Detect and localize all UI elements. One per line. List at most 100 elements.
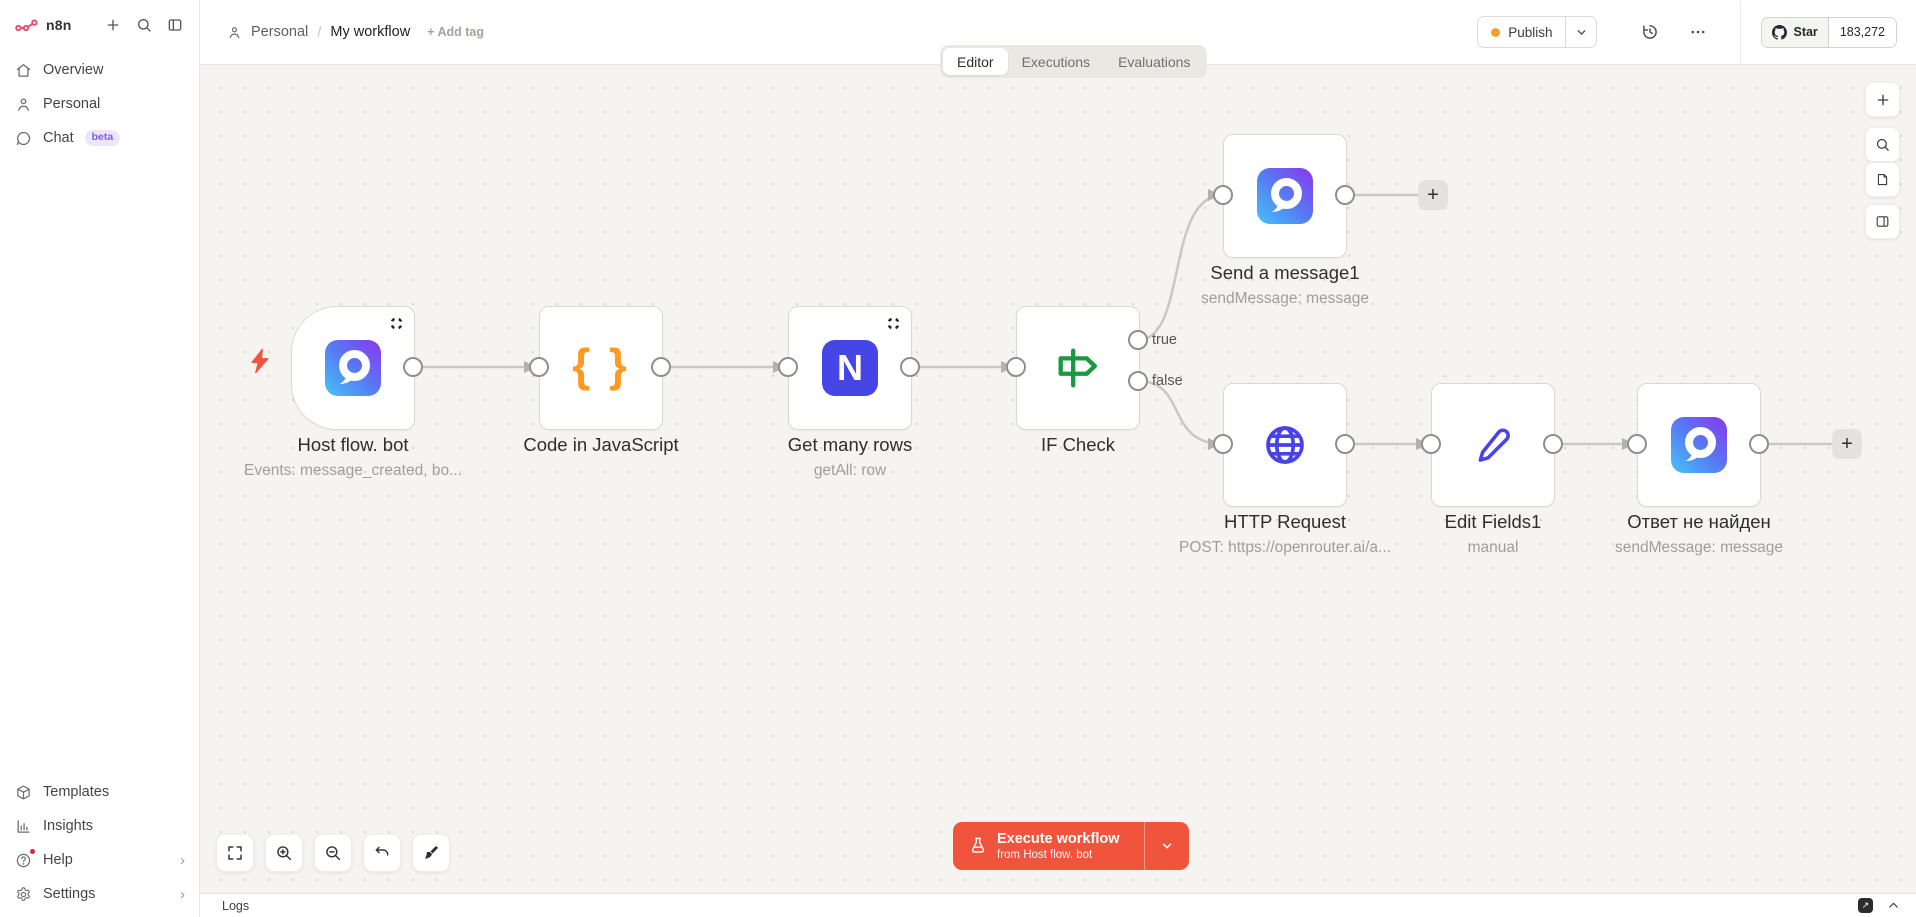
node-box[interactable] [1637,383,1761,507]
output-port[interactable] [1128,330,1148,350]
node-box[interactable] [1223,383,1347,507]
project-user-icon [227,25,242,40]
input-port[interactable] [529,357,549,377]
zoom-in-button[interactable] [265,834,303,872]
publish-button[interactable]: Publish [1478,17,1565,47]
input-port[interactable] [1213,185,1233,205]
add-tag-button[interactable]: + Add tag [427,25,485,39]
output-port[interactable] [1335,185,1355,205]
node-box[interactable]: N [788,306,912,430]
execute-options-button[interactable] [1144,822,1189,870]
workflow-node-if-check[interactable]: IF Check [1016,306,1140,455]
pachca-icon [1257,168,1313,224]
pachca-icon [325,340,381,396]
spinner-icon [886,316,901,331]
view-tabs: Editor Executions Evaluations [940,45,1208,78]
sidebar-item-chat[interactable]: Chat beta [0,121,199,155]
workflow-title[interactable]: My workflow [330,24,411,40]
home-icon [14,61,32,79]
open-logs-popout-icon[interactable]: ↗ [1858,898,1873,913]
input-port[interactable] [1006,357,1026,377]
node-box[interactable] [1016,306,1140,430]
sidebar-item-label: Settings [43,886,96,902]
output-port[interactable] [900,357,920,377]
add-connected-node-button[interactable]: + [1832,429,1862,459]
collapse-sidebar-icon[interactable] [163,13,187,37]
undo-button[interactable] [363,834,401,872]
sidebar-item-settings[interactable]: Settings › [0,877,199,911]
more-options-icon[interactable] [1686,20,1710,44]
brand-name: n8n [46,17,72,33]
search-icon[interactable] [132,13,156,37]
connection-wire[interactable] [1137,379,1224,446]
breadcrumb: Personal / My workflow + Add tag [227,24,484,41]
input-port[interactable] [778,357,798,377]
canvas-search-icon[interactable] [1865,127,1900,162]
tab-evaluations[interactable]: Evaluations [1118,53,1191,70]
add-node-button[interactable] [1865,82,1900,117]
sidebar-item-templates[interactable]: Templates [0,775,199,809]
input-port[interactable] [1213,434,1233,454]
help-icon [14,849,35,869]
node-title: Ответ не найден [1627,511,1771,532]
node-box[interactable] [1431,383,1555,507]
sidebar-item-overview[interactable]: Overview [0,53,199,87]
sidebar-item-help[interactable]: Help › [0,843,199,877]
sidebar-item-personal[interactable]: Personal [0,87,199,121]
output-port[interactable] [403,357,423,377]
publish-status-dot [1491,27,1501,37]
sidebar-item-insights[interactable]: Insights [0,809,199,843]
insights-chart-icon [14,817,32,835]
github-star-button[interactable]: Star [1762,17,1828,47]
github-star-widget[interactable]: Star 183,272 [1761,16,1897,48]
node-box[interactable] [291,306,415,430]
execute-workflow-main[interactable]: Execute workflow from Host flow. bot [953,822,1144,870]
version-history-icon[interactable] [1638,20,1662,44]
fit-view-button[interactable] [216,834,254,872]
output-port[interactable] [1543,434,1563,454]
tab-executions[interactable]: Executions [1021,53,1091,70]
spinner-icon [389,316,404,331]
toggle-panel-icon[interactable] [1865,204,1900,239]
logs-bar[interactable]: Logs ↗ [199,893,1916,917]
branch-label-true: true [1152,332,1177,348]
header-right: Publish Star 183,272 [1477,0,1897,64]
input-port[interactable] [1421,434,1441,454]
sticky-note-icon[interactable] [1865,162,1900,197]
execute-workflow-button[interactable]: Execute workflow from Host flow. bot [953,822,1189,870]
execute-workflow-sublabel: from Host flow. bot [997,848,1093,861]
zoom-out-button[interactable] [314,834,352,872]
notification-dot [30,849,35,854]
add-connected-node-button[interactable]: + [1418,180,1448,210]
output-port[interactable] [651,357,671,377]
expand-logs-chevron-icon[interactable] [1887,899,1900,912]
sidebar-top: n8n [0,0,199,53]
output-port[interactable] [1128,371,1148,391]
workflow-node-code-in-javascript[interactable]: { }Code in JavaScript [523,306,679,455]
node-subtitle: Events: message_created, bo... [244,462,462,479]
templates-box-icon [14,783,32,801]
publish-dropdown-button[interactable] [1565,17,1596,47]
breadcrumb-project[interactable]: Personal [251,24,309,40]
beta-badge: beta [84,130,121,146]
sidebar-item-label: Help [43,852,73,868]
tab-editor[interactable]: Editor [943,48,1008,75]
publish-split-button: Publish [1477,16,1598,48]
tidy-up-button[interactable] [412,834,450,872]
output-port[interactable] [1335,434,1355,454]
github-star-label: Star [1793,25,1818,39]
node-subtitle: sendMessage: message [1200,290,1370,307]
node-box[interactable] [1223,134,1347,258]
node-title: Host flow. bot [297,434,409,455]
new-workflow-button[interactable] [101,13,125,37]
output-port[interactable] [1749,434,1769,454]
input-port[interactable] [1627,434,1647,454]
node-box[interactable]: { } [539,306,663,430]
